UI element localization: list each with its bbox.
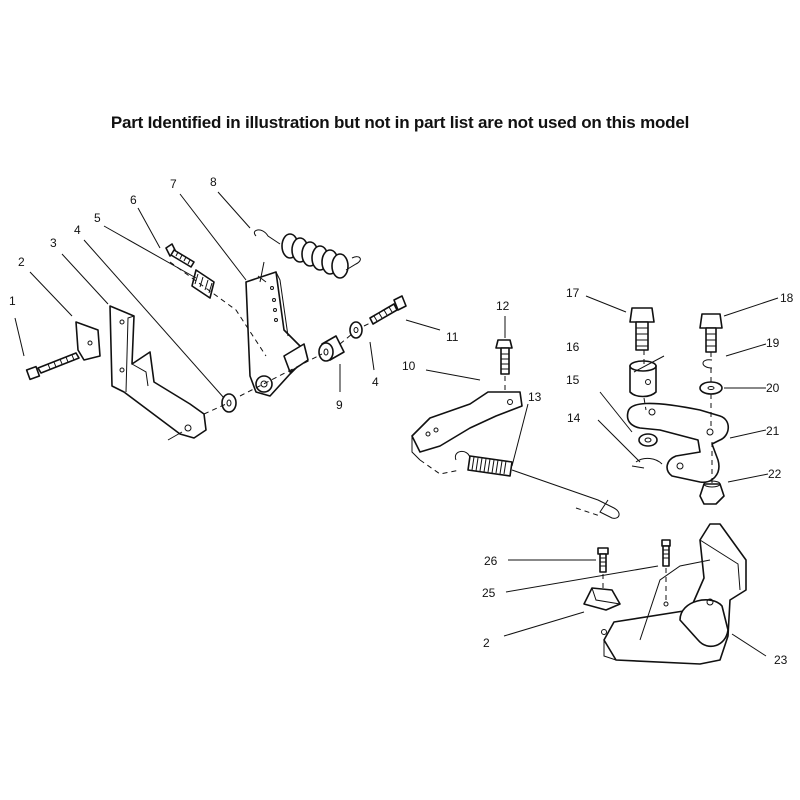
- callout-2: 2: [18, 255, 25, 269]
- callout-4a: 4: [74, 223, 81, 237]
- part-4-washer: [221, 393, 237, 413]
- part-17-bolt: [629, 307, 655, 351]
- part-13-spring: [454, 451, 620, 519]
- callout-1: 1: [9, 294, 16, 308]
- callout-12: 12: [496, 299, 510, 313]
- callout-22: 22: [768, 467, 782, 481]
- callout-25: 25: [482, 586, 496, 600]
- leader-lines: [14, 191, 779, 657]
- callout-23: 23: [774, 653, 788, 667]
- callout-15: 15: [566, 373, 580, 387]
- callout-26: 26: [484, 554, 498, 568]
- callout-8: 8: [210, 175, 217, 189]
- callout-19: 19: [766, 336, 780, 350]
- part-16-spacer: [629, 360, 657, 398]
- callout-9: 9: [336, 398, 343, 412]
- part-10-lever: [411, 391, 523, 461]
- part-26-bolt: [597, 547, 609, 573]
- part-14-pin: [631, 433, 663, 469]
- callout-5: 5: [94, 211, 101, 225]
- part-18-bolt: [699, 313, 723, 353]
- part-2-clip: [75, 321, 101, 361]
- part-25-clip: [583, 587, 621, 611]
- diagram-title: Part Identified in illustration but not …: [110, 113, 690, 132]
- part-4b-washer: [349, 321, 363, 339]
- callout-11: 11: [446, 330, 459, 344]
- callout-17: 17: [566, 286, 580, 300]
- callout-3: 3: [50, 236, 57, 250]
- part-22-nut: [699, 480, 725, 505]
- callout-10: 10: [402, 359, 416, 373]
- part-21-arm: [626, 402, 730, 484]
- callout-4b: 4: [372, 375, 379, 389]
- part-6-bolt: [165, 243, 195, 268]
- callout-6: 6: [130, 193, 137, 207]
- callout-7: 7: [170, 177, 177, 191]
- part-1-bolt: [25, 352, 80, 381]
- callout-18: 18: [780, 291, 794, 305]
- part-20-washer: [699, 381, 723, 395]
- part-8-spring: [254, 229, 361, 283]
- part-5-spring: [191, 269, 215, 299]
- callout-14: 14: [567, 411, 581, 425]
- part-23-bracket: [601, 523, 747, 665]
- part-7-lever: [245, 271, 309, 397]
- callout-16: 16: [566, 340, 580, 354]
- part-19-clip: [702, 359, 713, 369]
- callout-2b: 2: [483, 636, 490, 650]
- bolt-unlabeled: [661, 539, 671, 567]
- part-3-bracket: [109, 305, 207, 441]
- callout-20: 20: [766, 381, 780, 395]
- callout-13: 13: [528, 390, 542, 404]
- part-9-spacer: [318, 335, 345, 362]
- part-12-bolt: [495, 339, 513, 394]
- part-11-bolt: [369, 295, 407, 325]
- callout-21: 21: [766, 424, 780, 438]
